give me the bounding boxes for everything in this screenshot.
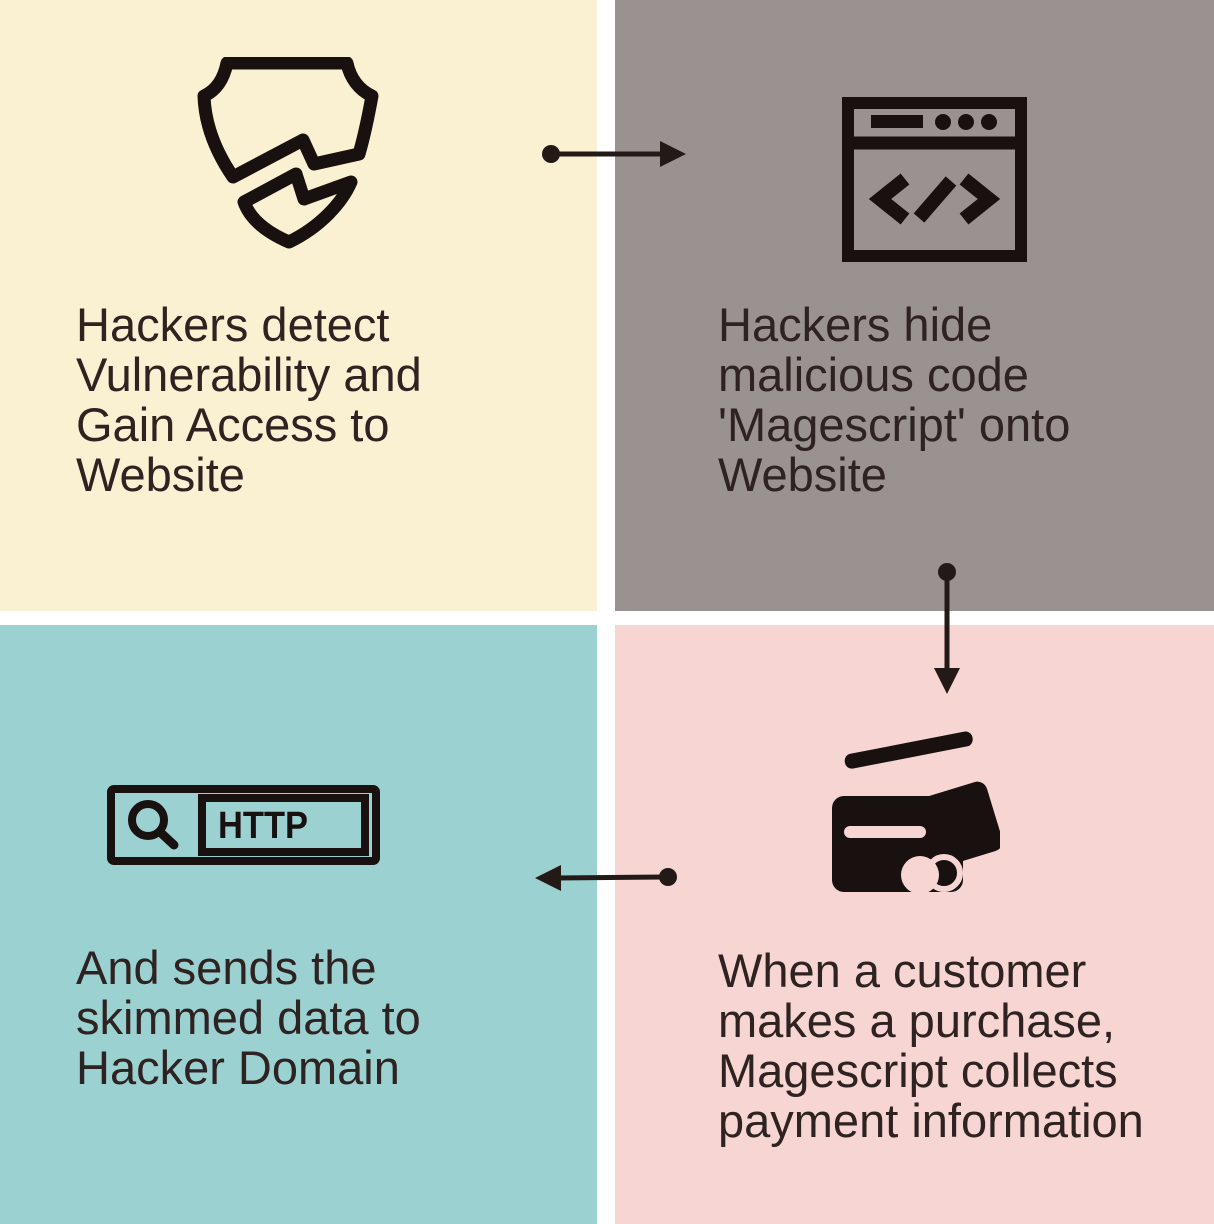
caption-line: payment information <box>718 1094 1144 1147</box>
caption-line: Magescript collects <box>718 1044 1118 1097</box>
panel-caption: When a customer makes a purchase, Magesc… <box>718 946 1144 1146</box>
caption-line: Hacker Domain <box>76 1041 400 1094</box>
flow-arrow-left-icon <box>535 865 677 891</box>
search-bar-http-icon: HTTP <box>107 785 380 865</box>
panel-detect-vulnerability: Hackers detect Vulnerability and Gain Ac… <box>0 0 597 611</box>
caption-line: Website <box>76 448 245 501</box>
panel-caption: Hackers hide malicious code 'Magescript'… <box>718 300 1070 500</box>
caption-line: When a customer <box>718 944 1087 997</box>
caption-line: Hackers detect <box>76 298 390 351</box>
panel-hide-malicious-code: Hackers hide malicious code 'Magescript'… <box>615 0 1214 611</box>
caption-line: Hackers hide <box>718 298 993 351</box>
caption-line: 'Magescript' onto <box>718 398 1071 451</box>
caption-line: Vulnerability and <box>76 348 422 401</box>
caption-line: malicious code <box>718 348 1029 401</box>
caption-line: Website <box>718 448 887 501</box>
browser-code-icon <box>842 97 1027 262</box>
panel-caption: And sends the skimmed data to Hacker Dom… <box>76 943 421 1093</box>
caption-line: And sends the <box>76 941 377 994</box>
flow-arrow-right-icon <box>542 141 686 167</box>
http-label: HTTP <box>218 805 308 847</box>
panel-send-skimmed-data: HTTP And sends the skimmed data to Hacke… <box>0 625 597 1224</box>
credit-cards-icon <box>832 731 1000 894</box>
caption-line: makes a purchase, <box>718 994 1116 1047</box>
caption-line: Gain Access to <box>76 398 390 451</box>
caption-line: skimmed data to <box>76 991 421 1044</box>
panel-caption: Hackers detect Vulnerability and Gain Ac… <box>76 300 422 500</box>
broken-shield-icon <box>197 57 379 249</box>
flow-arrow-down-icon <box>934 563 960 694</box>
panel-collect-payment-info: When a customer makes a purchase, Magesc… <box>615 625 1214 1224</box>
